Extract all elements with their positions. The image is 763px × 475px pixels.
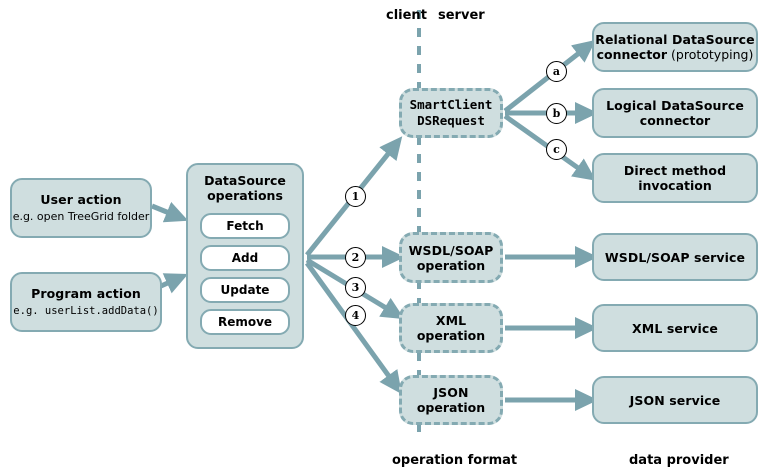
node-wsdl-soap-operation[interactable]: WSDL/SOAP operation [399,232,503,283]
marker-c: c [546,139,567,160]
arrow-user-action-to-operations [151,201,189,223]
node-xml-operation-line1: XML [435,313,467,328]
node-program-action-title: Program action [31,286,141,301]
node-smartclient-dsrequest-line1: SmartClient [409,97,493,112]
footer-data-provider: data provider [629,453,729,468]
marker-3: 3 [345,277,366,298]
marker-1: 1 [345,186,366,207]
node-json-operation-line2: operation [416,400,486,415]
node-program-action-example: e.g. userList.addData() [13,304,158,318]
node-json-service-label: JSON service [629,392,721,408]
node-xml-service[interactable]: XML service [592,304,758,352]
datasource-operations-title: DataSource operations [204,173,286,203]
footer-operation-format: operation format [392,453,518,468]
node-relational-datasource-connector-line2: connector (prototyping) [597,47,754,62]
node-smartclient-dsrequest-line2: DSRequest [417,113,485,128]
marker-2: 2 [345,247,366,268]
marker-4: 4 [345,305,366,326]
node-program-action-example-code: e.g. userList.addData() [13,305,159,317]
datasource-operations-title-line1: DataSource [204,173,286,188]
node-logical-datasource-connector-line1: Logical DataSource [606,98,744,113]
node-user-action-example: e.g. open TreeGrid folder [12,210,150,223]
node-xml-operation[interactable]: XML operation [399,303,503,353]
node-json-operation[interactable]: JSON operation [399,375,503,425]
node-xml-operation-line2: operation [416,328,486,343]
node-smartclient-dsrequest[interactable]: SmartClient DSRequest [399,88,503,138]
node-wsdl-soap-service[interactable]: WSDL/SOAP service [592,233,758,281]
node-user-action[interactable]: User action e.g. open TreeGrid folder [10,178,152,238]
operation-remove-button[interactable]: Remove [200,309,290,335]
header-server: server [438,8,485,23]
node-logical-datasource-connector-line2: connector [639,113,711,128]
relational-connector-suffix: (prototyping) [667,47,754,62]
node-wsdl-soap-operation-line1: WSDL/SOAP [408,242,494,258]
marker-a: a [546,61,567,82]
node-direct-method-invocation-line1: Direct method [623,163,727,178]
arrow-smartclient-to-relational [503,39,596,113]
operation-add-button[interactable]: Add [200,245,290,271]
node-program-action[interactable]: Program action e.g. userList.addData() [10,272,162,332]
node-wsdl-soap-operation-line2: operation [416,257,486,273]
node-logical-datasource-connector[interactable]: Logical DataSource connector [592,88,758,138]
node-wsdl-soap-service-label: WSDL/SOAP service [604,249,746,265]
node-json-service[interactable]: JSON service [592,376,758,424]
marker-b: b [546,103,567,124]
operation-fetch-button[interactable]: Fetch [200,213,290,239]
relational-connector-word: connector [596,47,668,62]
node-relational-datasource-connector-line1: Relational DataSource [595,32,755,47]
node-json-operation-line1: JSON [433,385,469,400]
node-user-action-title: User action [40,192,122,207]
node-relational-datasource-connector[interactable]: Relational DataSource connector (prototy… [592,22,758,72]
operation-update-button[interactable]: Update [200,277,290,303]
node-xml-service-label: XML service [632,320,718,336]
node-datasource-operations[interactable]: DataSource operations Fetch Add Update R… [186,163,304,349]
node-direct-method-invocation[interactable]: Direct method invocation [592,153,758,203]
datasource-operations-title-line2: operations [207,188,283,203]
header-client: client [386,8,427,23]
node-direct-method-invocation-line2: invocation [638,178,712,193]
